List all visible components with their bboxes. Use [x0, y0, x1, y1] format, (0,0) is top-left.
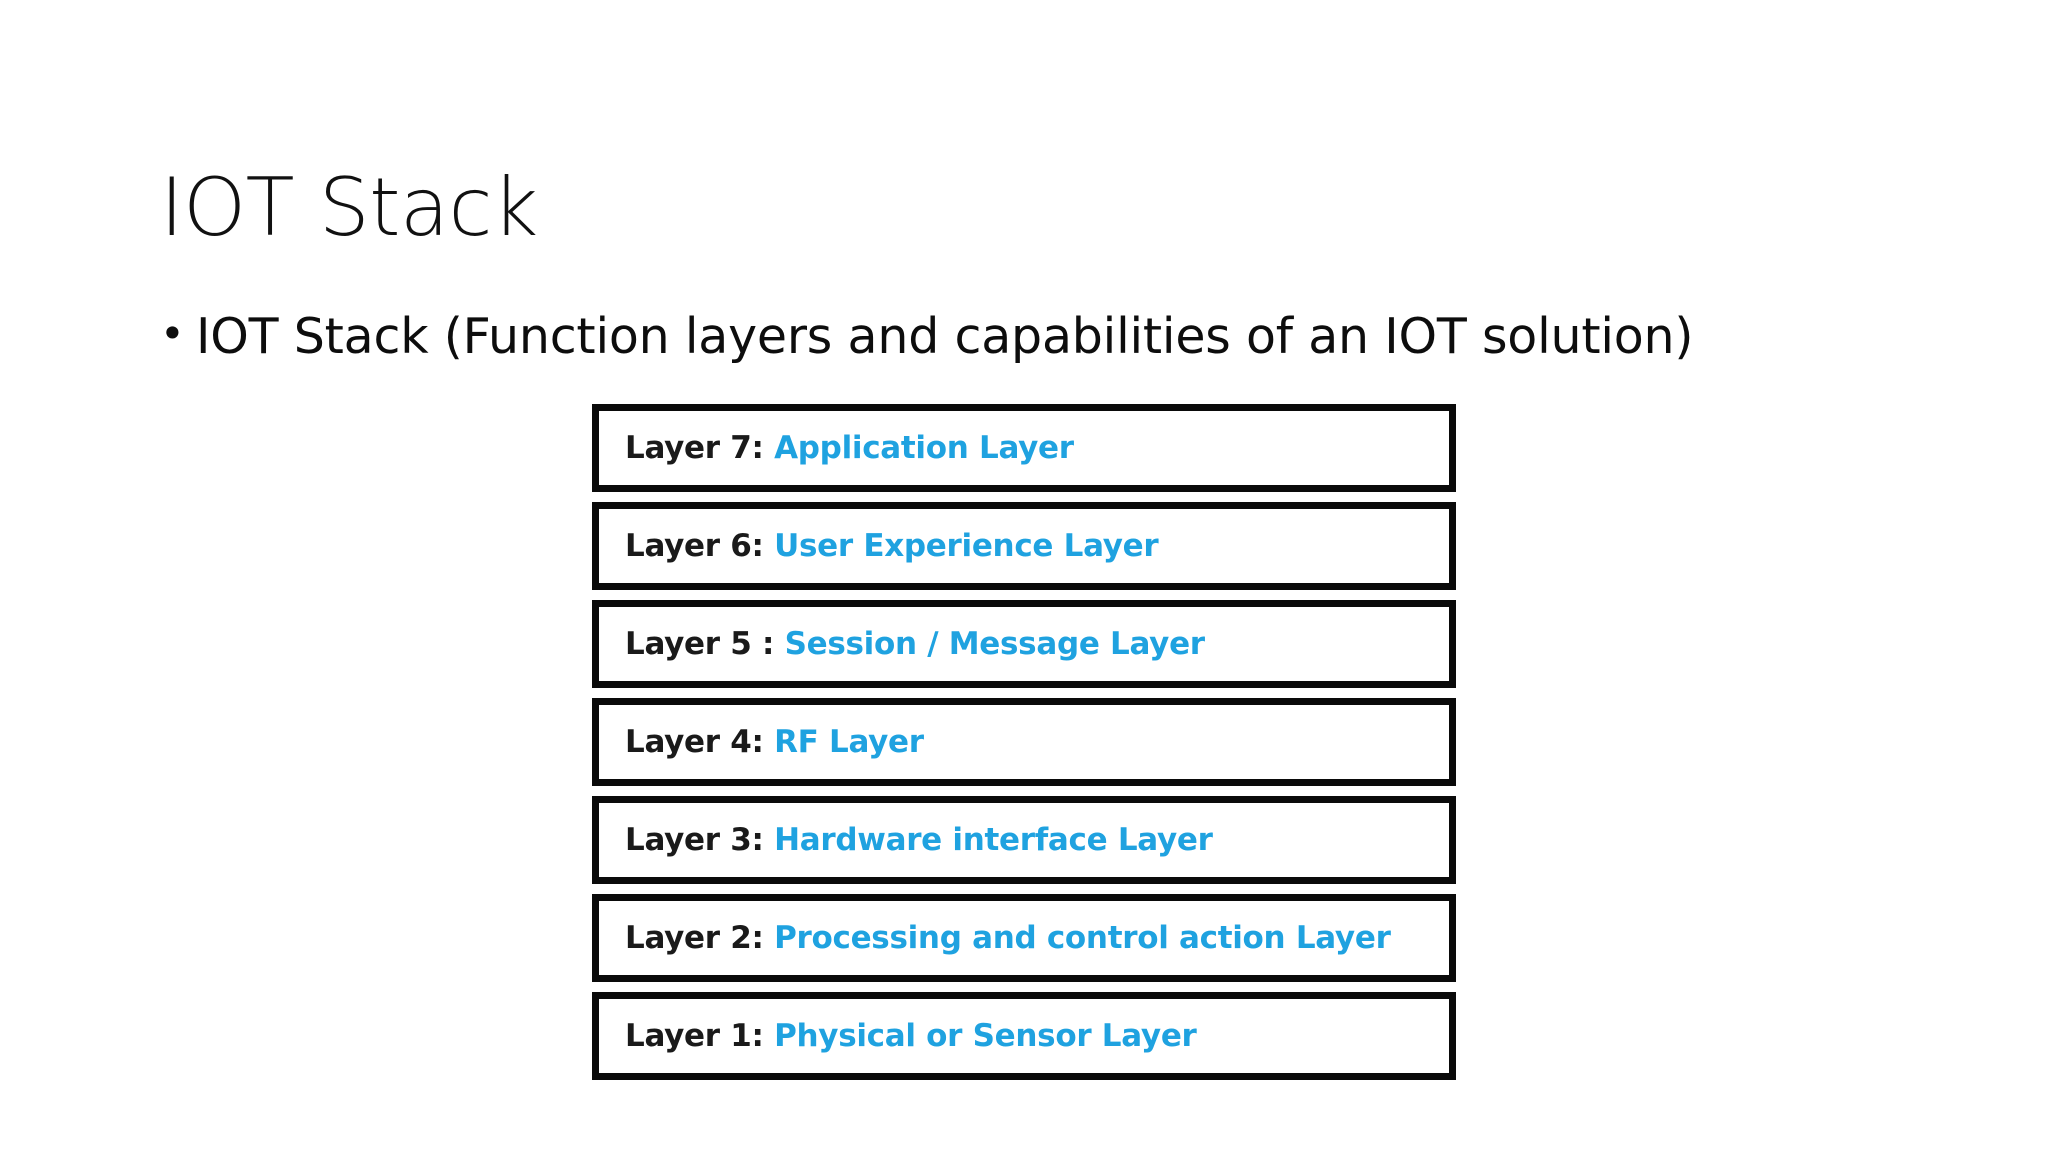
iot-stack-diagram: Layer 7: Application Layer Layer 6: User… — [592, 404, 1456, 1080]
bullet-item-label: IOT Stack (Function layers and capabilit… — [196, 308, 1694, 365]
layer-box-5: Layer 5 : Session / Message Layer — [592, 600, 1456, 688]
layer-box-3: Layer 3: Hardware interface Layer — [592, 796, 1456, 884]
layer-5-prefix: Layer 5 : — [625, 625, 785, 662]
layer-4-name: RF Layer — [774, 723, 924, 760]
layer-box-1: Layer 1: Physical or Sensor Layer — [592, 992, 1456, 1080]
bullet-list: • IOT Stack (Function layers and capabil… — [160, 308, 1920, 365]
layer-7-name: Application Layer — [774, 429, 1074, 466]
list-item: • IOT Stack (Function layers and capabil… — [160, 308, 1920, 365]
layer-7-prefix: Layer 7: — [625, 429, 775, 466]
layer-box-6: Layer 6: User Experience Layer — [592, 502, 1456, 590]
layer-6-prefix: Layer 6: — [625, 527, 775, 564]
layer-box-2: Layer 2: Processing and control action L… — [592, 894, 1456, 982]
layer-4-prefix: Layer 4: — [625, 723, 775, 760]
layer-2-prefix: Layer 2: — [625, 919, 775, 956]
page-title: IOT Stack — [160, 160, 538, 254]
layer-box-7: Layer 7: Application Layer — [592, 404, 1456, 492]
layer-box-4: Layer 4: RF Layer — [592, 698, 1456, 786]
layer-5-name: Session / Message Layer — [784, 625, 1206, 662]
layer-1-name: Physical or Sensor Layer — [774, 1017, 1197, 1054]
layer-6-name: User Experience Layer — [774, 527, 1159, 564]
bullet-dot-icon: • — [160, 309, 185, 358]
layer-3-name: Hardware interface Layer — [774, 821, 1213, 858]
layer-2-name: Processing and control action Layer — [774, 919, 1391, 956]
layer-1-prefix: Layer 1: — [625, 1017, 775, 1054]
layer-3-prefix: Layer 3: — [625, 821, 775, 858]
